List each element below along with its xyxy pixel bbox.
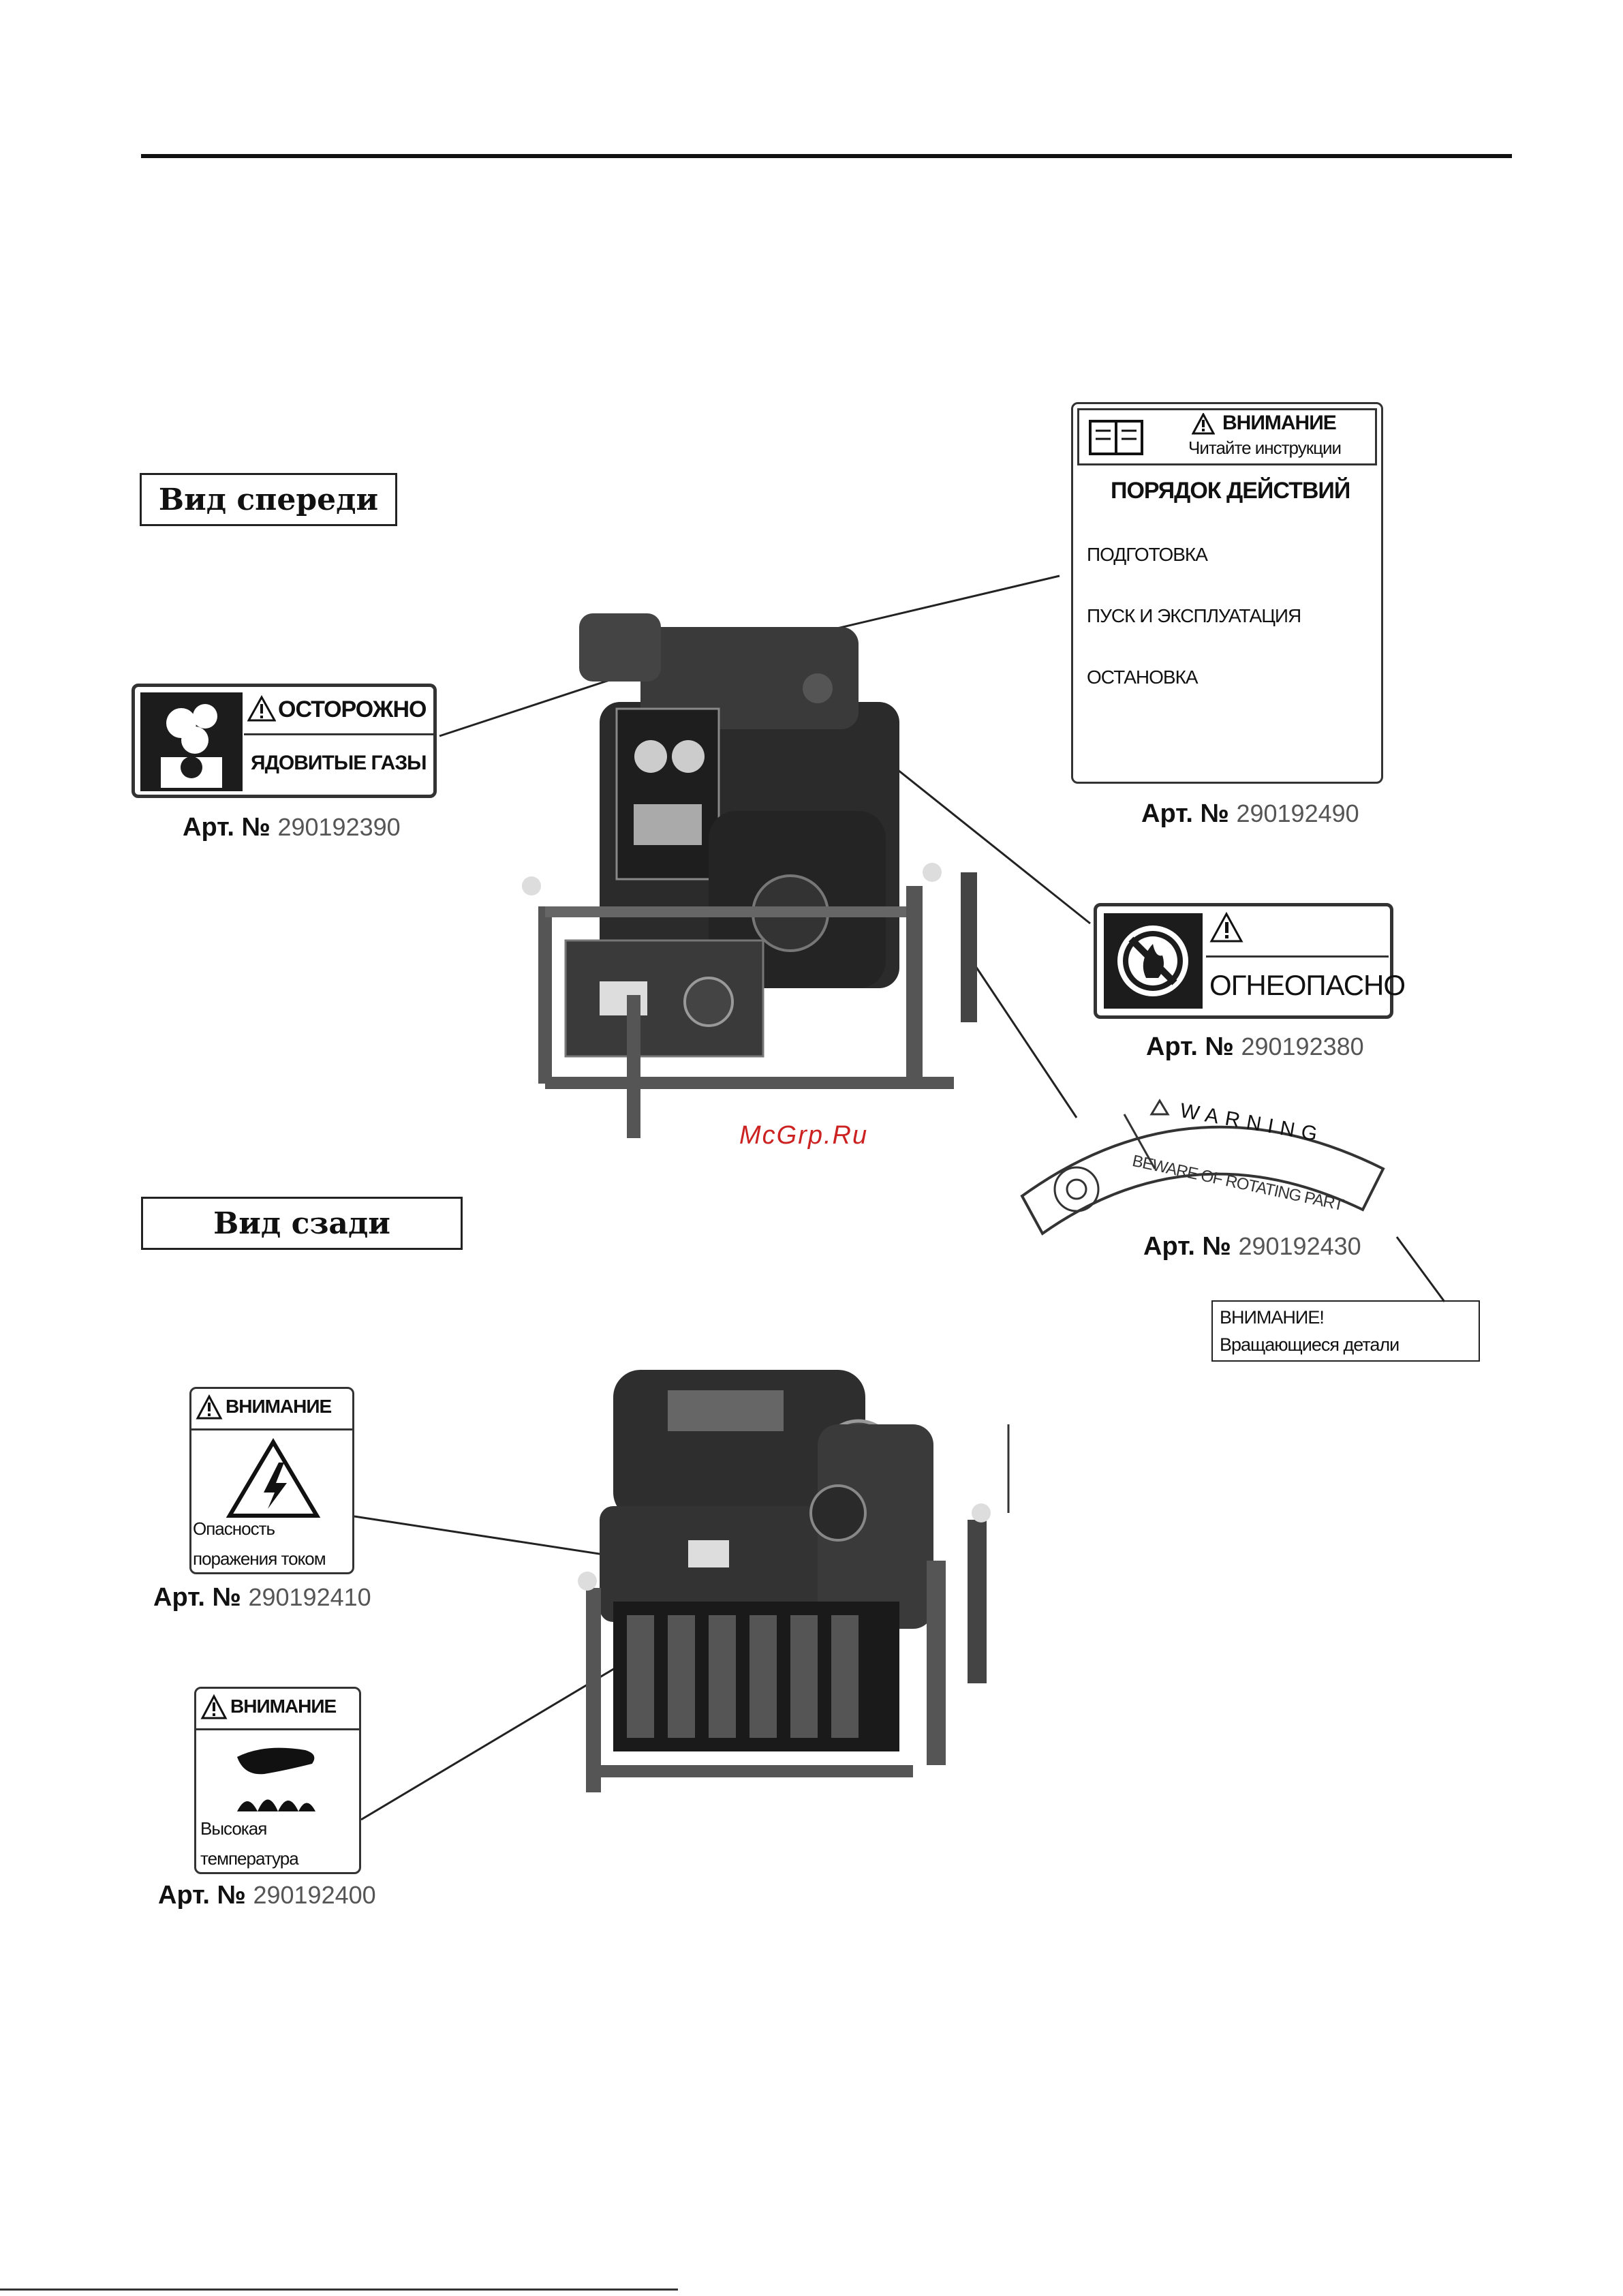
instructions-item: ПОДГОТОВКА xyxy=(1087,544,1208,565)
instructions-item: ОСТАНОВКА xyxy=(1087,667,1199,688)
instructions-item: ПУСК И ЭКСПЛУАТАЦИЯ xyxy=(1087,605,1301,626)
divider xyxy=(1206,955,1389,958)
book-icon xyxy=(1087,417,1145,458)
watermark: McGrp.Ru xyxy=(739,1121,869,1150)
art-prefix: Арт. № xyxy=(158,1881,246,1910)
art-number: 290192430 xyxy=(1238,1232,1361,1260)
rotating-translation-box: ВНИМАНИЕ! Вращающиеся детали xyxy=(1211,1300,1480,1362)
instructions-header: ВНИМАНИЕ Читайте инструкции xyxy=(1077,408,1377,465)
gas-art-number: Арт. № 290192390 xyxy=(183,813,401,842)
art-prefix: Арт. № xyxy=(1141,799,1229,828)
art-number: 290192380 xyxy=(1241,1032,1364,1060)
warning-triangle-icon xyxy=(1191,412,1216,435)
translation-line: ВНИМАНИЕ! xyxy=(1220,1307,1325,1328)
divider xyxy=(191,1428,352,1430)
electric-art-number: Арт. № 290192410 xyxy=(153,1583,371,1612)
gas-label-title: ОСТОРОЖНО xyxy=(278,697,427,722)
fire-label: ОГНЕОПАСНО xyxy=(1094,903,1406,1019)
warning-triangle-icon xyxy=(200,1694,228,1719)
engine-rear-image xyxy=(572,1356,1036,1847)
lightning-icon xyxy=(226,1438,321,1518)
no-fire-icon xyxy=(1104,913,1203,1009)
art-number: 290192400 xyxy=(253,1881,376,1909)
rotating-part-label xyxy=(1015,1087,1397,1244)
hot-art-number: Арт. № 290192400 xyxy=(158,1881,376,1910)
art-number: 290192490 xyxy=(1236,799,1359,827)
art-number: 290192390 xyxy=(277,813,401,841)
instructions-heading: ПОРЯДОК ДЕЙСТВИЙ xyxy=(1111,478,1350,504)
art-number: 290192410 xyxy=(248,1583,371,1611)
divider xyxy=(244,733,433,735)
instructions-art-number: Арт. № 290192490 xyxy=(1141,799,1359,829)
hot-label-line: температура xyxy=(200,1848,299,1869)
instructions-label: ВНИМАНИЕ Читайте инструкции ПОРЯДОК ДЕЙС… xyxy=(1071,402,1383,784)
instructions-subtitle: Читайте инструкции xyxy=(1188,438,1342,458)
warning-triangle-icon xyxy=(1209,911,1243,943)
art-prefix: Арт. № xyxy=(1143,1232,1231,1261)
divider xyxy=(196,1728,359,1730)
hot-label-line: Высокая xyxy=(200,1818,267,1839)
engine-front-image xyxy=(504,586,1022,1145)
art-prefix: Арт. № xyxy=(1146,1032,1234,1061)
fire-header xyxy=(1209,911,1387,954)
gas-label-text: ЯДОВИТЫЕ ГАЗЫ xyxy=(251,752,427,774)
warning-triangle-icon xyxy=(196,1394,223,1420)
rotating-art-number: Арт. № 290192430 xyxy=(1143,1232,1361,1261)
electric-label-title: ВНИМАНИЕ xyxy=(226,1396,332,1417)
hot-label-title: ВНИМАНИЕ xyxy=(230,1696,337,1717)
front-view-heading: Вид спереди xyxy=(140,473,397,526)
fire-label-text: ОГНЕОПАСНО xyxy=(1209,969,1406,1001)
electric-label-line: поражения током xyxy=(193,1548,326,1569)
poison-gas-label: ОСТОРОЖНО ЯДОВИТЫЕ ГАЗЫ xyxy=(132,684,437,798)
fire-art-number: Арт. № 290192380 xyxy=(1146,1032,1364,1062)
hot-label: ВНИМАНИЕ Высокая температура xyxy=(194,1687,361,1874)
art-prefix: Арт. № xyxy=(183,813,270,842)
art-prefix: Арт. № xyxy=(153,1583,241,1612)
bottom-rule xyxy=(0,2289,678,2291)
electric-label: ВНИМАНИЕ Опасность поражения током xyxy=(189,1387,354,1574)
translation-line: Вращающиеся детали xyxy=(1220,1334,1400,1355)
electric-label-line: Опасность xyxy=(193,1518,275,1539)
top-rule xyxy=(141,154,1512,158)
hot-hand-icon xyxy=(237,1747,315,1811)
warning-triangle-icon xyxy=(247,694,277,722)
rear-view-heading: Вид сзади xyxy=(141,1197,463,1250)
instructions-title: ВНИМАНИЕ xyxy=(1222,412,1337,434)
poison-gas-icon xyxy=(140,692,243,791)
